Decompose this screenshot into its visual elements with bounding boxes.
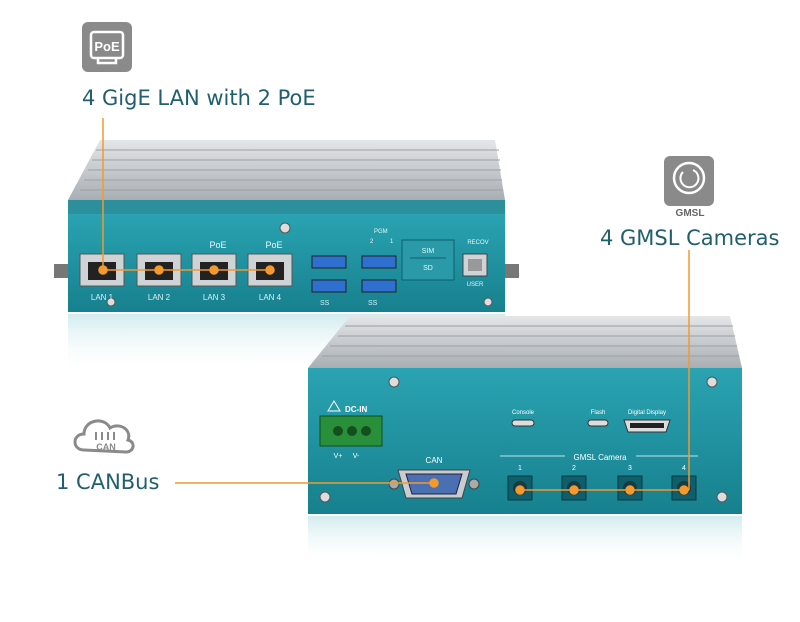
lan-label-3: LAN 3 — [203, 293, 226, 302]
dcin-pin-vplus: V+ — [334, 453, 343, 460]
pgm-number-1: 1 — [390, 239, 394, 245]
gmsl-icon-text: GMSL — [675, 208, 705, 219]
console-label: Console — [512, 410, 535, 416]
display-label: Digital Display — [628, 410, 666, 416]
usb-label-1: SS — [320, 300, 330, 307]
gmsl-number-3: 3 — [628, 465, 632, 472]
poe-icon: PoE — [82, 22, 132, 72]
poe-label-2: PoE — [265, 240, 282, 250]
lan-label-1: LAN 1 — [91, 293, 114, 302]
lan-label-4: LAN 4 — [259, 293, 282, 302]
gmsl-label: GMSL Camera — [573, 453, 627, 462]
can-label: CAN — [426, 456, 443, 465]
lan-label-2: LAN 2 — [148, 293, 171, 302]
gmsl-number-4: 4 — [682, 465, 686, 472]
can-callout-text: 1 CANBus — [56, 470, 160, 494]
pgm-label: PGM — [374, 229, 388, 235]
sd-label: SD — [423, 265, 433, 272]
can-icon-text: CAN — [96, 442, 116, 452]
gmsl-callout-text: 4 GMSL Cameras — [600, 226, 780, 250]
usb-label-2: SS — [368, 300, 378, 307]
pgm-number-2: 2 — [370, 239, 374, 245]
recov-label: RECOV — [467, 240, 488, 246]
poe-icon-text: PoE — [94, 39, 120, 54]
lan-callout-text: 4 GigE LAN with 2 PoE — [82, 86, 316, 110]
callout-lines — [98, 118, 690, 495]
flash-label: Flash — [591, 410, 606, 416]
dcin-label: DC-IN — [345, 405, 367, 414]
user-label: USER — [467, 282, 484, 288]
rear-device: DC-IN V+ V- Console Flash Digital Displa… — [308, 316, 742, 566]
gmsl-number-2: 2 — [572, 465, 576, 472]
sim-label: SIM — [422, 248, 435, 255]
gmsl-number-1: 1 — [518, 465, 522, 472]
dcin-pin-vminus: V- — [353, 453, 360, 460]
gmsl-camera-icon — [664, 156, 714, 206]
can-cloud-icon: CAN — [68, 408, 140, 460]
poe-label-1: PoE — [209, 240, 226, 250]
